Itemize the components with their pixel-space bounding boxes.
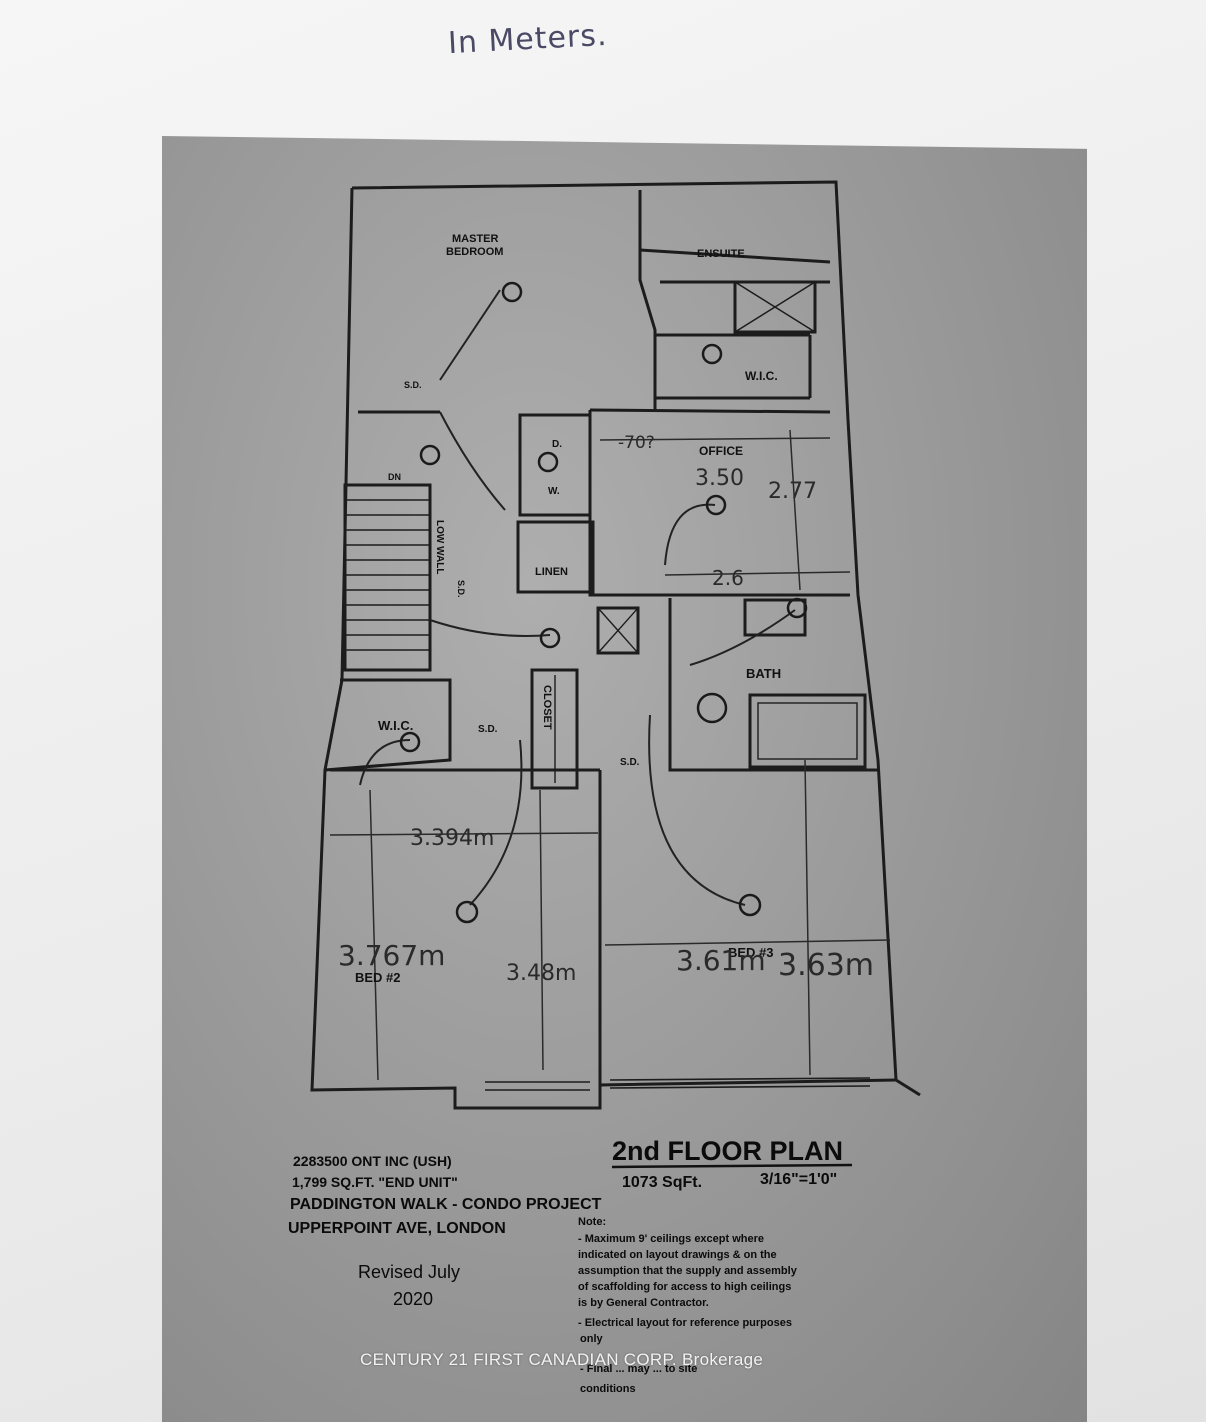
project-line3: PADDINGTON WALK - CONDO PROJECT [290,1196,602,1213]
label-closet: CLOSET [541,685,553,730]
dim-bed2-width: 3.394m [410,826,494,851]
dim-bed3-width: 3.61m [676,944,766,977]
notes-block: Note: - Maximum 9' ceilings except where… [578,1216,798,1395]
label-linen: LINEN [535,566,568,578]
revised-line1: Revised July [358,1262,460,1282]
notes-line6: - Electrical layout for reference purpos… [578,1317,792,1329]
project-line1: 2283500 ONT INC (USH) [293,1153,452,1169]
notes-line4: of scaffolding for access to high ceilin… [578,1281,791,1293]
label-dn: DN [388,472,401,482]
light-fixtures [399,281,808,924]
notes-line8: - Final ... may ... to site [580,1363,697,1375]
label-washer: W. [548,486,560,497]
label-sd-hall: S.D. [456,580,466,598]
notes-line2: indicated on layout drawings & on the [578,1249,777,1261]
project-line2: 1,799 SQ.FT. "END UNIT" [292,1174,458,1190]
notes-line9: conditions [580,1383,636,1395]
door-swings [359,289,796,906]
label-master: MASTER [452,233,499,245]
dim-office-width: 3.50 [695,466,744,491]
notes-line1: - Maximum 9' ceilings except where [578,1233,764,1245]
label-wic-bed2: W.I.C. [378,718,413,733]
notes-line5: is by General Contractor. [578,1297,709,1309]
label-wic-master: W.I.C. [745,369,778,383]
dim-bed3-length: 3.63m [778,948,874,983]
dim-office-height: 2.77 [768,479,817,504]
revised-line2: 2020 [393,1289,433,1309]
label-sd-master: S.D. [404,380,422,390]
label-bed3: BED #3 [728,945,774,960]
brokerage-watermark: CENTURY 21 FIRST CANADIAN CORP. Brokerag… [360,1350,764,1369]
label-sd-bed3: S.D. [620,757,640,768]
notes-heading: Note: [578,1216,606,1228]
label-bed2: BED #2 [355,970,401,985]
label-bedroom: BEDROOM [446,246,503,258]
dimension-lines [329,429,891,1081]
dim-office-bottom: 2.6 [712,566,744,590]
label-bath: BATH [746,666,781,681]
label-dryer: D. [552,439,562,450]
notes-line7: only [580,1333,603,1345]
notes-line3: assumption that the supply and assembly [578,1265,798,1277]
label-low-wall: LOW WALL [434,520,445,574]
dim-bed2-mid: 3.48m [506,961,576,986]
label-sd-bed2: S.D. [478,724,498,735]
label-office: OFFICE [699,444,743,458]
dim-office-top: -70? [618,433,655,453]
dim-bed2-length: 3.767m [338,939,445,972]
photocopy-sheet [162,136,1087,1422]
plan-title: 2nd FLOOR PLAN [612,1136,843,1166]
plan-scale: 3/16"=1'0" [760,1171,837,1188]
label-ensuite: ENSUITE [697,248,745,260]
project-line4: UPPERPOINT AVE, LONDON [288,1220,506,1237]
plan-area: 1073 SqFt. [622,1174,702,1191]
walls [310,180,921,1110]
